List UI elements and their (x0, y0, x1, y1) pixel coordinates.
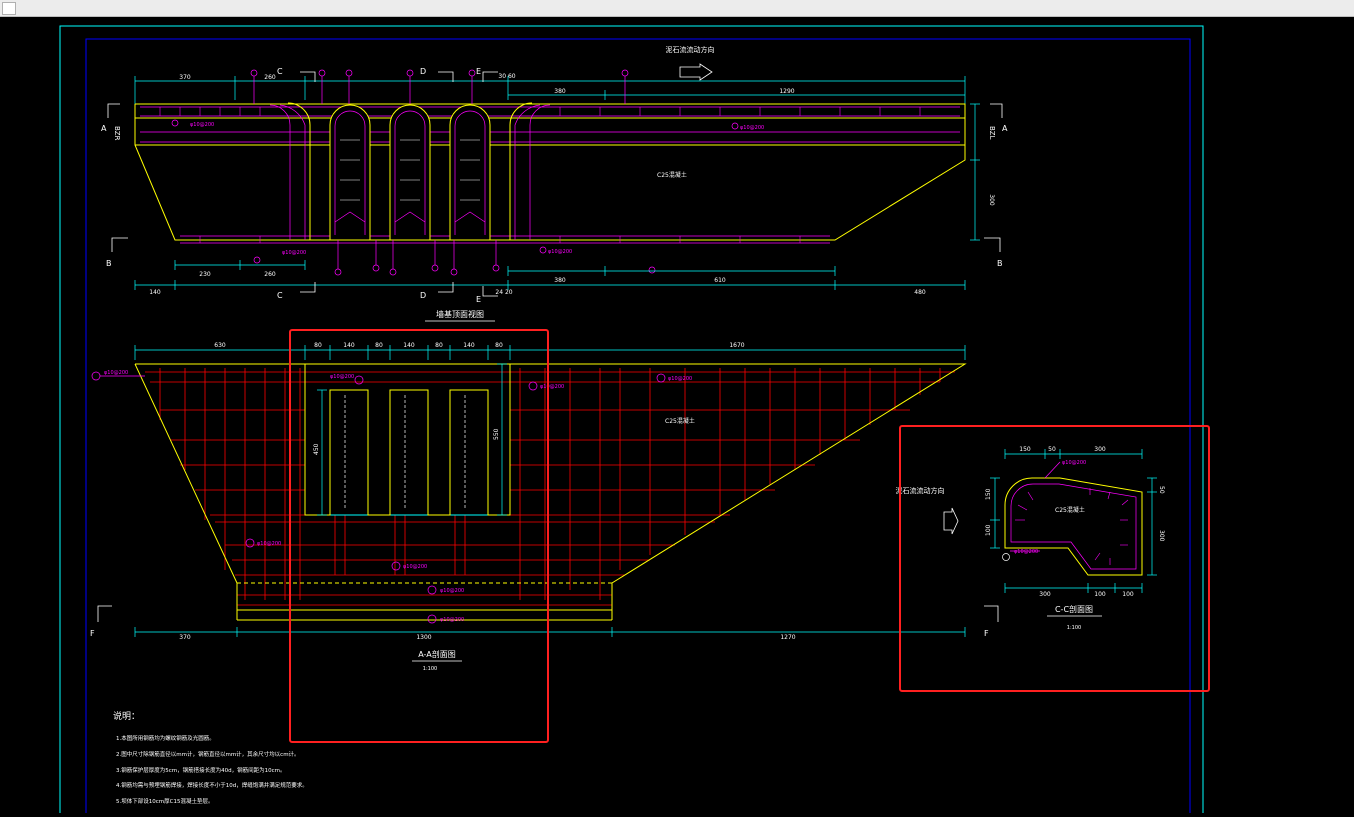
inner-frame (85, 38, 1191, 817)
cc-dim-top-1: 150 (1019, 446, 1031, 453)
elev-dim-top-2: 80 (314, 342, 322, 349)
elev-rebar-tag-2: φ10@200 (330, 374, 354, 380)
section-mark-c-bottom: C (277, 291, 283, 300)
cc-dim-bottom-3: 100 (1122, 591, 1134, 598)
cc-dim-bottom-2: 100 (1094, 591, 1106, 598)
section-cc-scale: 1:100 (1067, 625, 1081, 631)
note-item-1: 1.本图所用钢筋均为螺纹钢筋及光圆筋。 (116, 734, 215, 742)
cc-dim-top-3: 300 (1094, 446, 1106, 453)
outer-frame (59, 25, 1204, 817)
plan-dim-overall-2: 24 20 (495, 289, 512, 296)
note-item-5: 5.坝体下部设10cm厚C15混凝土垫层。 (116, 797, 213, 805)
plan-flow-label: 泥石流流动方向 (666, 45, 715, 54)
cc-dim-left-2: 100 (985, 524, 992, 536)
cc-callout-bubble (1002, 553, 1010, 561)
plan-right-height: 300 (988, 194, 995, 206)
elev-dim-top-7: 140 (463, 342, 475, 349)
window-top-bar (0, 0, 1354, 17)
section-cc-flow-label: 泥石流流动方向 (896, 486, 945, 495)
note-item-3: 3.钢筋保护层厚度为5cm，钢筋搭接长度为40d，钢筋间距为10cm。 (116, 766, 286, 774)
cc-rebar-tag-1: φ10@200 (1062, 460, 1086, 466)
section-mark-e-top: E (476, 67, 481, 76)
elev-dim-top-3: 140 (343, 342, 355, 349)
elev-dim-top-6: 80 (435, 342, 443, 349)
section-mark-a-right: A (1002, 124, 1008, 133)
elev-dim-top-1: 630 (214, 342, 226, 349)
section-mark-d-top: D (420, 67, 426, 76)
flow-arrow-icon (679, 63, 713, 81)
elev-rebar-tag-4: φ10@200 (668, 376, 692, 382)
elev-rebar-tag-1: φ10@200 (104, 370, 128, 376)
elev-dim-top-8: 80 (495, 342, 503, 349)
plan-right-thickness: BZL (988, 126, 996, 140)
section-mark-c-top: C (277, 67, 283, 76)
plan-dim-top-left-1: 370 (179, 74, 191, 81)
cad-drawing: 泥石流流动方向 370 260 30 60 380 1290 (59, 25, 1210, 817)
elev-dim-top-5: 140 (403, 342, 415, 349)
section-mark-e-bottom: E (476, 295, 481, 304)
cc-dim-right-1: 50 (1158, 486, 1165, 494)
plan-rebar-tag-4: φ10@200 (282, 250, 306, 256)
plan-dim-bottom-1: 230 (199, 271, 211, 278)
plan-dim-bottom-3: 380 (554, 277, 566, 284)
elev-rebar-tag-6: φ10@200 (440, 588, 464, 594)
cc-dim-right-2: 300 (1158, 530, 1165, 542)
note-item-2: 2.图中尺寸除钢筋直径以mm计，钢筋直径以mm计，其余尺寸均以cm计。 (116, 750, 300, 758)
highlight-box-slots (289, 329, 549, 743)
plan-dim-top-right-1: 380 (554, 88, 566, 95)
elev-height-right: 550 (493, 428, 500, 440)
elev-dim-top-9: 1670 (729, 342, 744, 349)
flow-arrow-icon (943, 507, 959, 535)
plan-rebar-tag-1: φ10@200 (190, 122, 214, 128)
section-mark-b-right: B (997, 259, 1003, 268)
elevation-scale: 1:100 (423, 666, 437, 672)
section-mark-d-bottom: D (420, 291, 426, 300)
elev-rebar-tag-5: φ10@200 (257, 541, 281, 547)
cc-material-label: C25混凝土 (1055, 506, 1085, 514)
highlight-box-section-cc (899, 425, 1210, 692)
section-mark-f-left: F (90, 629, 95, 638)
plan-left-thickness: BZR (113, 126, 121, 141)
section-mark-a-left: A (101, 124, 107, 133)
plan-dim-top-mid: 30 60 (498, 73, 515, 80)
plan-dim-overall-1: 140 (149, 289, 161, 296)
section-cc-title: C-C剖面图 (1055, 604, 1093, 614)
plan-material-label: C25混凝土 (657, 171, 687, 179)
cc-dim-top-2: 50 (1048, 446, 1056, 453)
elevation-title: A-A剖面图 (418, 649, 455, 659)
plan-dim-top-left-2: 260 (264, 74, 276, 81)
elev-rebar-tag-8: φ10@200 (403, 564, 427, 570)
plan-title: 墙基顶面视图 (436, 309, 484, 319)
section-mark-f-right: F (984, 629, 989, 638)
cc-rebar-tag-2: φ10@200 (1014, 549, 1038, 555)
elev-material-label: C25混凝土 (665, 417, 695, 425)
elev-rebar-tag-7: φ10@200 (440, 617, 464, 623)
elev-dim-bottom-3: 1270 (780, 634, 795, 641)
elevation-view: 630 80 140 80 140 80 140 80 1670 (90, 342, 999, 672)
cc-dim-bottom-1: 300 (1039, 591, 1051, 598)
plan-dim-bottom-2: 260 (264, 271, 276, 278)
drawing-tab[interactable] (2, 2, 16, 15)
notes: 说明： 1.本图所用钢筋均为螺纹钢筋及光圆筋。 2.图中尺寸除钢筋直径以mm计，… (113, 710, 308, 805)
section-mark-b-left: B (106, 259, 112, 268)
elev-dim-bottom-2: 1300 (416, 634, 431, 641)
plan-rebar-tag-2: φ10@200 (740, 125, 764, 131)
plan-rebar-tag-3: φ10@200 (548, 249, 572, 255)
section-cc: 泥石流流动方向 150 50 300 300 100 100 150 100 5… (896, 446, 1166, 631)
plan-view: 泥石流流动方向 370 260 30 60 380 1290 (101, 45, 1008, 322)
cc-dim-left-1: 150 (985, 488, 992, 500)
cc-outline (1004, 477, 1143, 576)
plan-dim-bottom-4: 610 (714, 277, 726, 284)
cad-canvas[interactable]: 泥石流流动方向 370 260 30 60 380 1290 (0, 16, 1354, 817)
elev-dim-top-4: 80 (375, 342, 383, 349)
plan-dim-top-right-2: 1290 (779, 88, 794, 95)
elev-height-left: 450 (313, 443, 320, 455)
elev-dim-bottom-1: 370 (179, 634, 191, 641)
elev-rebar-tag-3: φ10@200 (540, 384, 564, 390)
plan-dim-overall-3: 480 (914, 289, 926, 296)
notes-heading: 说明： (113, 710, 140, 722)
note-item-4: 4.钢筋均需与预埋钢筋焊接，焊接长度不小于10d，焊缝饱满并满足规范要求。 (116, 781, 308, 789)
